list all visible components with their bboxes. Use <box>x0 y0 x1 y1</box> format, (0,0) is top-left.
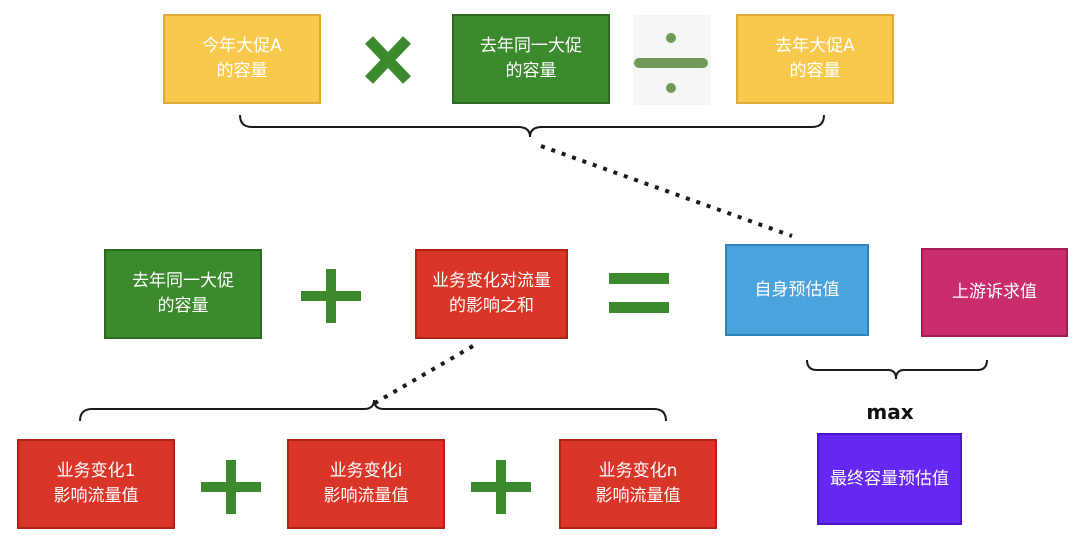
divide-icon <box>633 15 711 105</box>
equals-icon <box>609 273 669 313</box>
box-final-capacity-estimate: 最终容量预估值 <box>817 433 962 525</box>
brace-row3 <box>79 399 667 422</box>
box-sum-of-business-change-impact: 业务变化对流量 的影响之和 <box>415 249 568 339</box>
plus-icon <box>471 460 531 514</box>
box-last-year-same-promo-capacity: 去年同一大促 的容量 <box>452 14 610 104</box>
multiply-icon <box>365 36 411 84</box>
box-business-change-n: 业务变化n 影响流量值 <box>559 439 717 529</box>
box-self-estimate: 自身预估值 <box>725 244 869 336</box>
box-upstream-demand: 上游诉求值 <box>921 248 1068 337</box>
box-last-year-capacity: 去年同一大促 的容量 <box>104 249 262 339</box>
box-business-change-1: 业务变化1 影响流量值 <box>17 439 175 529</box>
dotted-connector-top <box>540 144 793 238</box>
plus-icon <box>201 460 261 514</box>
brace-max <box>806 359 988 380</box>
max-label: max <box>866 400 914 424</box>
box-this-year-promo-a-capacity: 今年大促A 的容量 <box>163 14 321 104</box>
plus-icon <box>301 269 361 323</box>
brace-row1 <box>239 114 825 138</box>
box-last-year-promo-a-capacity: 去年大促A 的容量 <box>736 14 894 104</box>
box-business-change-i: 业务变化i 影响流量值 <box>287 439 445 529</box>
dotted-connector-bottom <box>373 344 475 405</box>
